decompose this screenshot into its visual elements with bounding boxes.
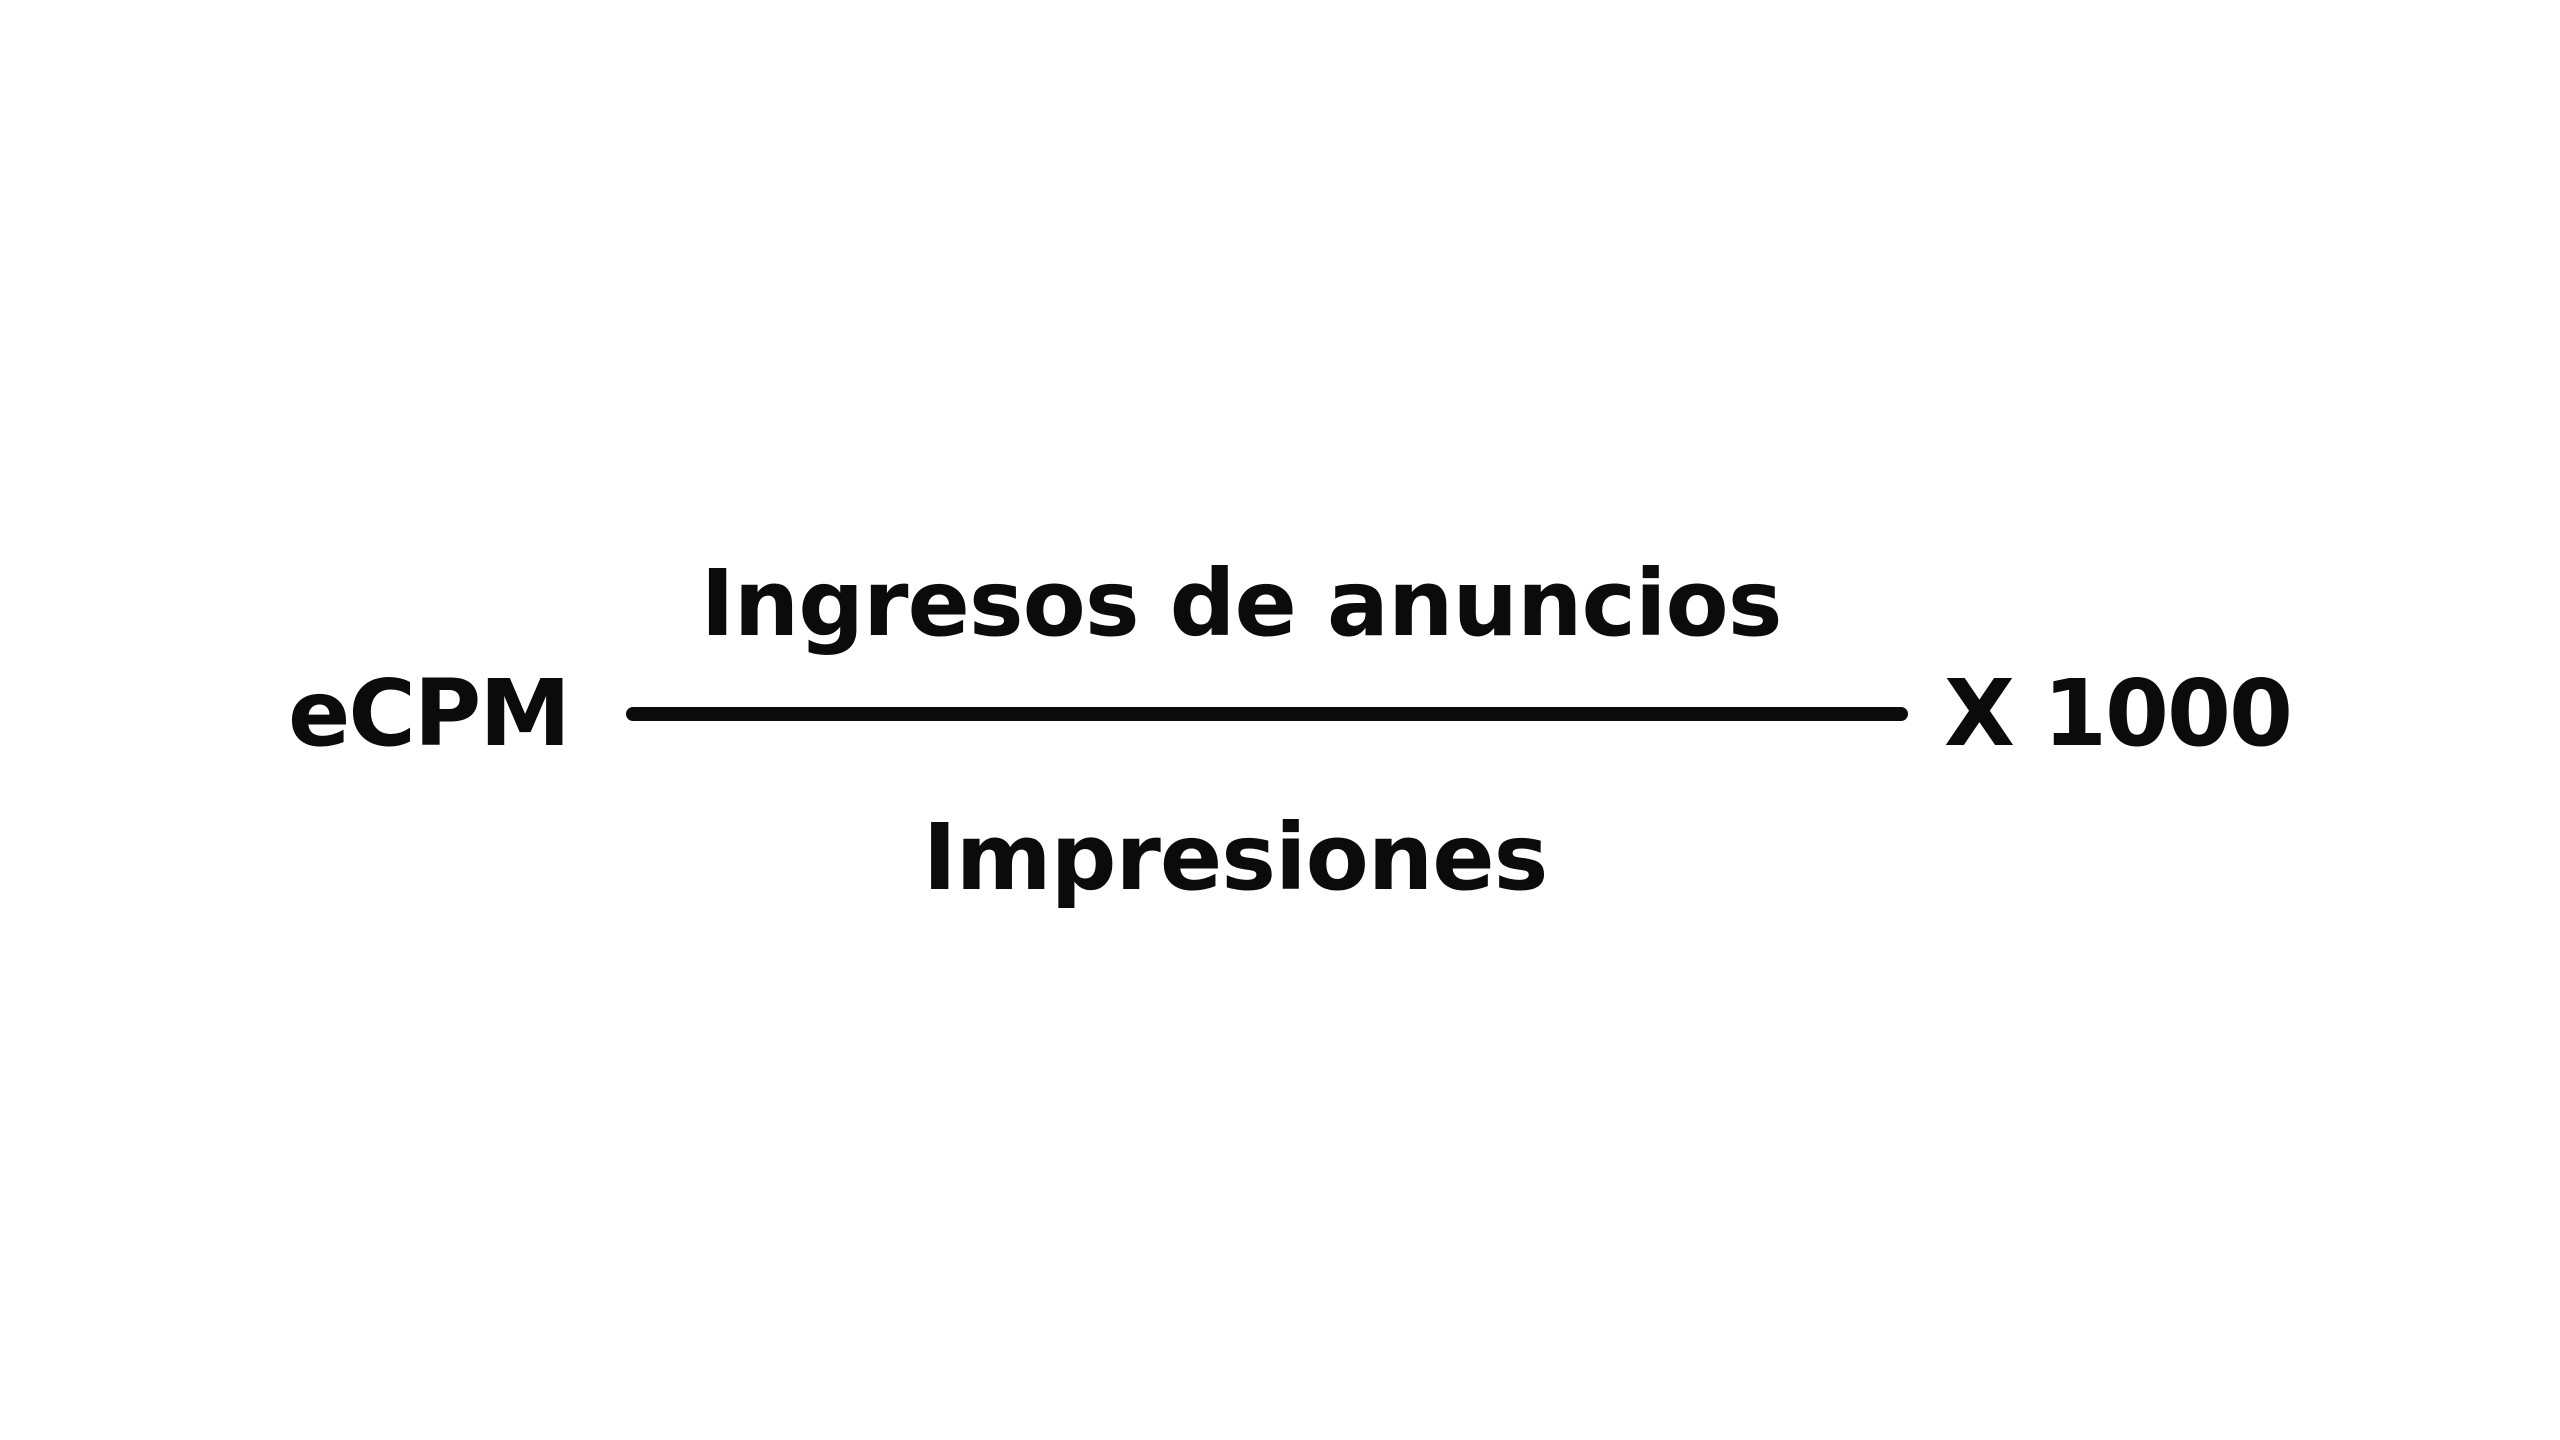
- formula-denominator: Impresiones: [922, 804, 1549, 911]
- fraction-bar: [626, 707, 1908, 721]
- formula-multiplier: X 1000: [1944, 660, 2293, 767]
- formula-numerator: Ingresos de anuncios: [700, 550, 1783, 657]
- formula-lhs-label: eCPM: [288, 660, 571, 767]
